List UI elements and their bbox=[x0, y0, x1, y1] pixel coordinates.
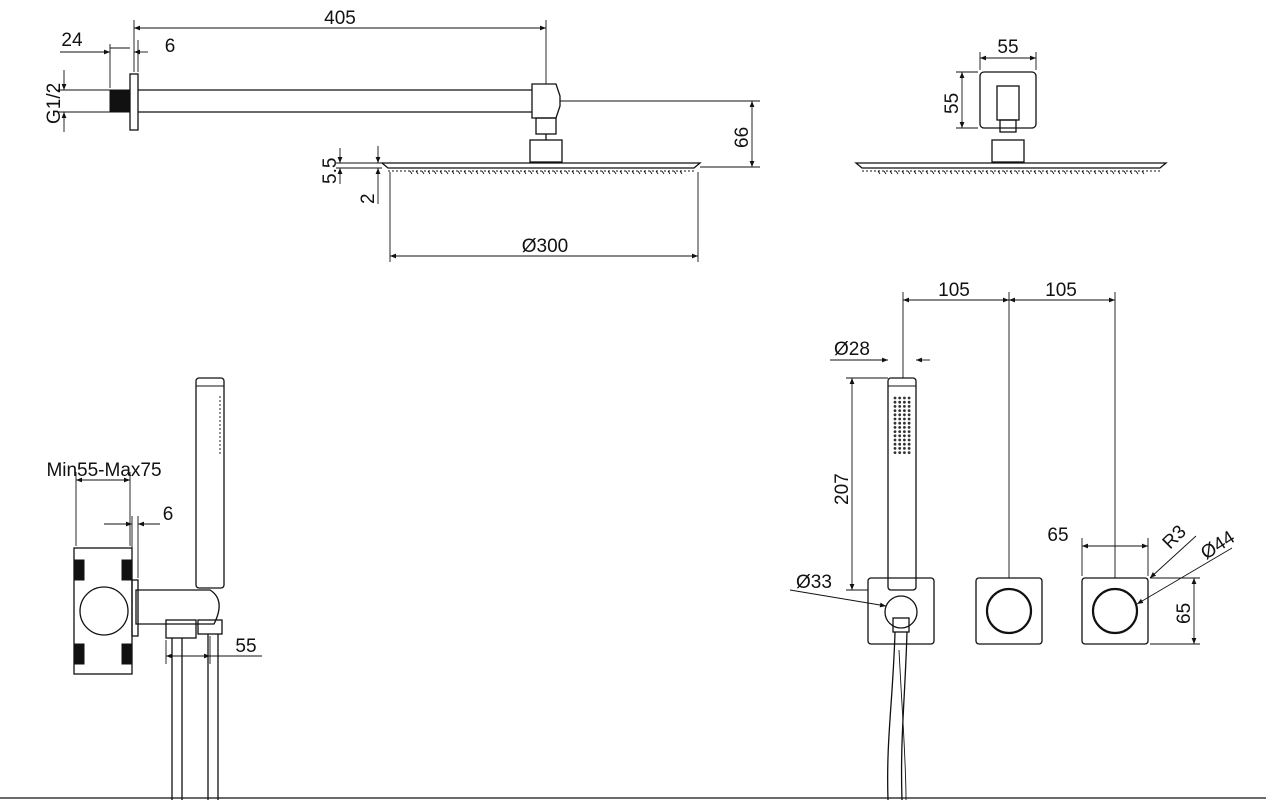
dim-flange-thickness: 6 bbox=[165, 36, 176, 57]
hand-shower-side bbox=[195, 377, 225, 589]
diverter-knob bbox=[985, 587, 1033, 635]
ball-joint bbox=[529, 139, 563, 163]
threaded-connector bbox=[109, 89, 131, 113]
dim-outlet-diameter: Ø33 bbox=[796, 572, 832, 593]
dim-edge: 2 bbox=[358, 193, 379, 204]
wall-flange bbox=[129, 73, 139, 131]
shower-arm-side-view: 405 24 6 G1/2 66 5.5 2 Ø3 bbox=[44, 8, 760, 262]
dim-corner-radius: R3 bbox=[1159, 522, 1191, 554]
arm-elbow bbox=[531, 83, 561, 119]
dim-handle-length: 207 bbox=[832, 473, 853, 505]
mixer-knob bbox=[1091, 587, 1139, 635]
shower-head-front-view: 55 55 bbox=[854, 37, 1168, 172]
holder-outlet bbox=[135, 589, 220, 625]
dim-plate-height: 65 bbox=[1174, 603, 1195, 624]
valve-cartridge bbox=[79, 586, 129, 636]
dim-handle-diameter: Ø28 bbox=[834, 339, 870, 360]
dim-plate-thickness: 5.5 bbox=[320, 158, 341, 184]
dim-thread: G1/2 bbox=[44, 83, 65, 124]
outlet-connector bbox=[884, 595, 918, 629]
controls-front-view: 105 105 Ø28 207 Ø33 65 R3 Ø44 65 bbox=[789, 280, 1239, 800]
dim-plate-thickness-lower: 6 bbox=[163, 504, 174, 525]
shower-head-plate bbox=[380, 162, 702, 169]
dim-flange-offset: 24 bbox=[61, 30, 83, 51]
dim-plate-width: 65 bbox=[1047, 525, 1068, 546]
nozzle-grid bbox=[893, 396, 911, 454]
dim-arm-length: 405 bbox=[324, 8, 356, 29]
dim-spacing-right: 105 bbox=[1045, 280, 1077, 301]
dim-head-diameter: Ø300 bbox=[522, 236, 568, 257]
dim-depth-range: Min55-Max75 bbox=[46, 460, 161, 481]
arm-block bbox=[979, 71, 1037, 129]
head-plate-front bbox=[854, 162, 1168, 169]
dim-outlet-depth: 55 bbox=[235, 636, 256, 657]
valve-side-view: Min55-Max75 6 55 bbox=[46, 377, 262, 800]
dim-knob-diameter: Ø44 bbox=[1197, 527, 1239, 564]
dim-block-height: 55 bbox=[942, 93, 963, 114]
dim-block-width: 55 bbox=[997, 37, 1018, 58]
dim-spacing-left: 105 bbox=[938, 280, 970, 301]
wall-plate-side bbox=[131, 579, 139, 637]
hand-shower-front bbox=[887, 377, 917, 591]
dim-height: 66 bbox=[732, 127, 753, 148]
holder-plate bbox=[867, 577, 935, 645]
